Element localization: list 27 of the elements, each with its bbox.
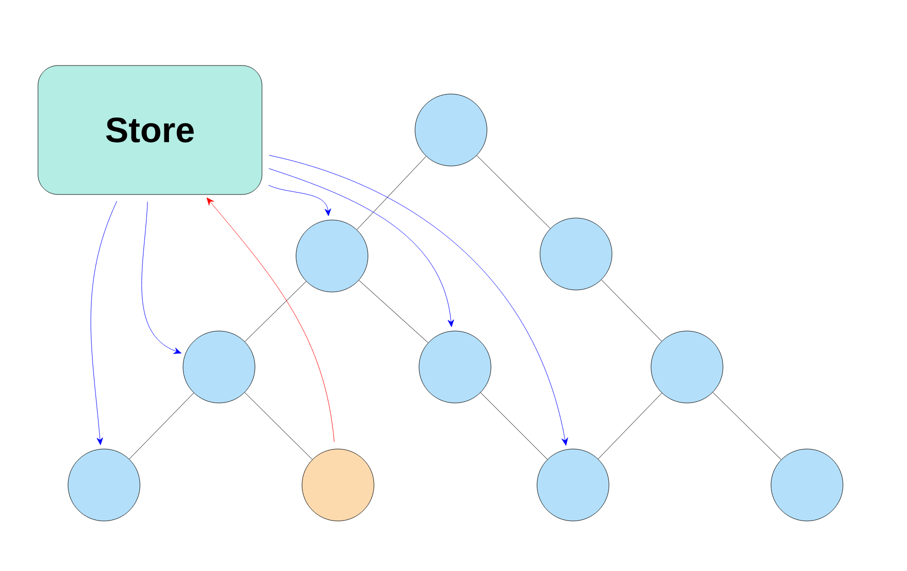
connector-line bbox=[358, 280, 428, 343]
curved-arrow bbox=[206, 198, 334, 442]
connector-line bbox=[598, 392, 662, 460]
tree-node-circle bbox=[414, 94, 488, 166]
connector-line bbox=[356, 156, 426, 230]
curved-arrow bbox=[268, 185, 332, 216]
tree-node-circle bbox=[540, 218, 612, 290]
tree-node-circle bbox=[68, 448, 140, 522]
tree-node-circle bbox=[418, 330, 492, 404]
tree-node-circle bbox=[182, 330, 256, 404]
tree-node-circle bbox=[536, 448, 610, 522]
curved-arrow bbox=[90, 200, 118, 446]
curved-arrow bbox=[268, 155, 568, 446]
connector-line bbox=[480, 392, 548, 460]
connector-line bbox=[129, 392, 194, 460]
tree-node-circle bbox=[770, 448, 844, 522]
curved-arrow bbox=[268, 168, 454, 328]
connector-line bbox=[244, 392, 313, 460]
tree-node-circle bbox=[650, 330, 724, 404]
tree-node-circle bbox=[296, 220, 368, 292]
store-box: Store bbox=[38, 65, 262, 195]
connector-line bbox=[712, 392, 782, 460]
connector-line bbox=[476, 155, 551, 229]
tree-node-circle bbox=[302, 448, 374, 522]
curved-arrow bbox=[142, 202, 182, 354]
connector-line bbox=[601, 280, 662, 342]
connector-line bbox=[244, 281, 306, 342]
